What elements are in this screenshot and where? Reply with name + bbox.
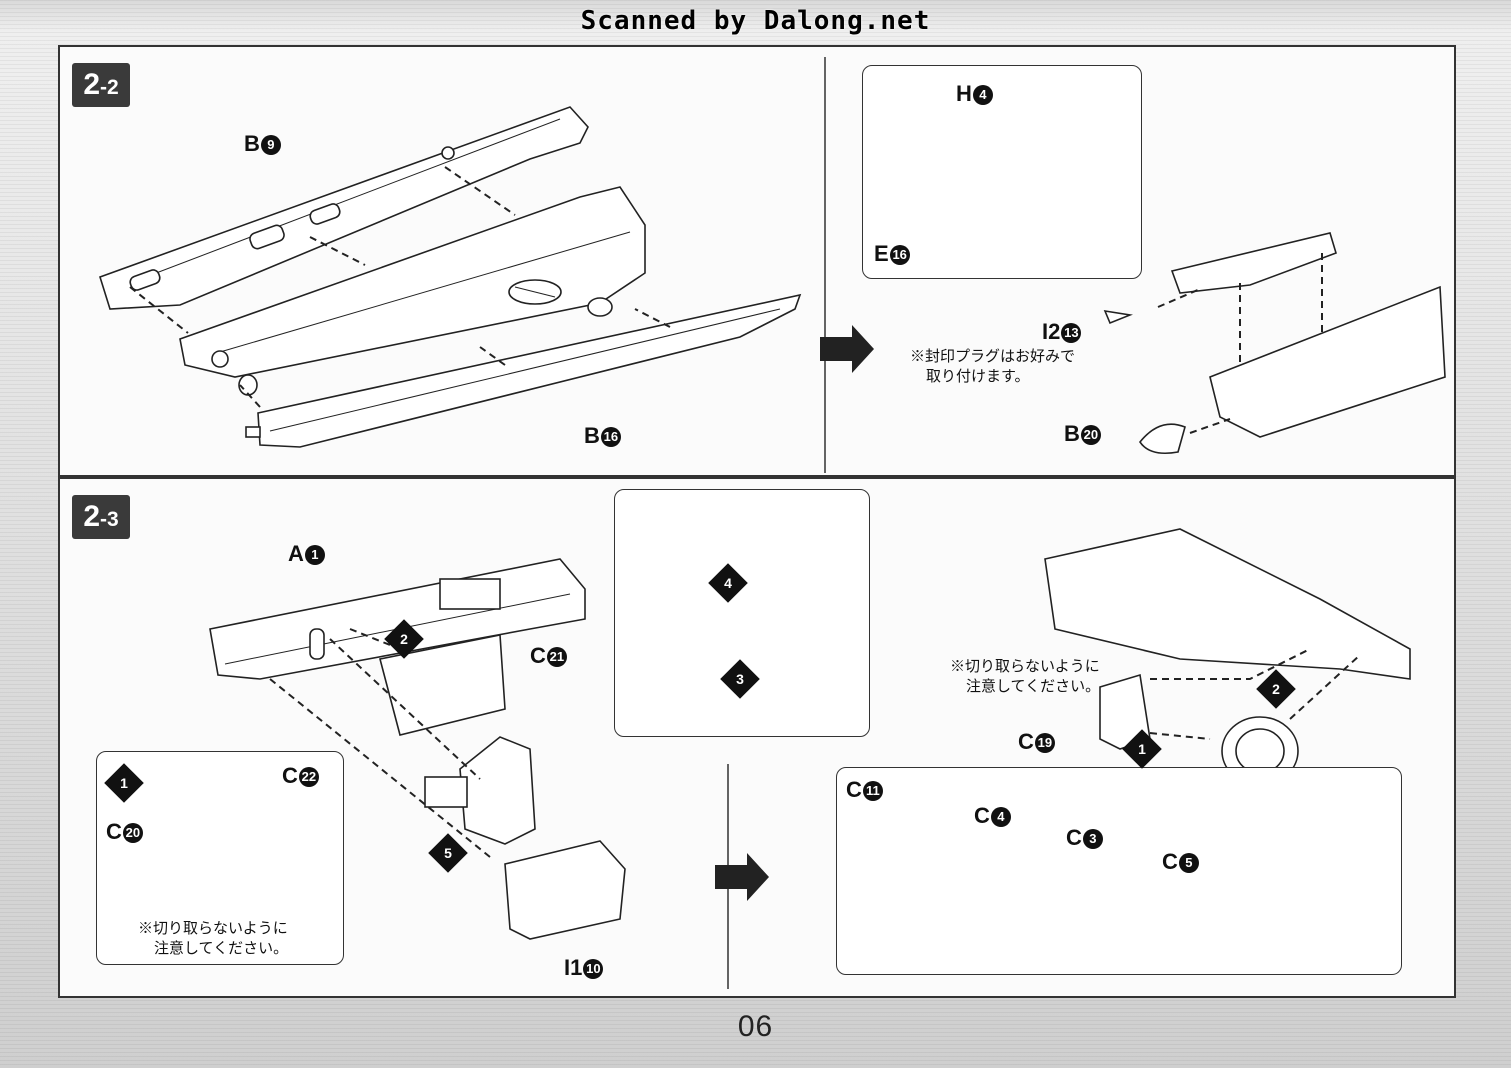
next-arrow-icon-2: [715, 853, 769, 901]
order-mark-4: 4: [708, 563, 748, 603]
step-panel-2-3: 2-3: [58, 477, 1456, 998]
note-no-cut-left: ※切り取らないように 注意してください。: [138, 920, 289, 957]
page-number: 06: [737, 1010, 774, 1043]
hull-assembly-diagram: [99, 57, 1446, 473]
step-panel-2-2: 2-2: [58, 45, 1456, 477]
part-a1-frame: [209, 558, 586, 680]
part-hull-mid: [179, 186, 646, 396]
part-b16-keel: [245, 293, 802, 448]
note-no-cut-right: ※切り取らないように 注意してください。: [950, 658, 1101, 695]
part-i1-10: [504, 840, 626, 940]
order-mark-2: 2: [384, 619, 424, 659]
detail-box-engine: [836, 767, 1402, 975]
step-badge-2-2: 2-2: [72, 63, 130, 107]
order-mark-2-right: 2: [1256, 669, 1296, 709]
part-b20-cap: [1139, 423, 1186, 455]
detail-box-frame: [614, 489, 870, 737]
order-mark-1-left: 1: [104, 763, 144, 803]
next-arrow-icon: [820, 325, 874, 373]
scan-credit: Scanned by Dalong.net: [580, 6, 931, 36]
note-seal-plug: ※封印プラグはお好みで 取り付けます。: [910, 348, 1076, 385]
guide-arrows: [129, 166, 671, 408]
step-badge-2-3: 2-3: [72, 495, 130, 539]
part-bow-assembly: [1103, 232, 1446, 455]
detail-box-e16: [862, 65, 1142, 279]
order-mark-1-right: 1: [1122, 729, 1162, 769]
order-mark-3: 3: [720, 659, 760, 699]
part-bulkhead: [459, 736, 536, 845]
order-mark-5: 5: [428, 833, 468, 873]
part-c21: [379, 634, 506, 736]
part-b9-deck: [99, 106, 589, 310]
